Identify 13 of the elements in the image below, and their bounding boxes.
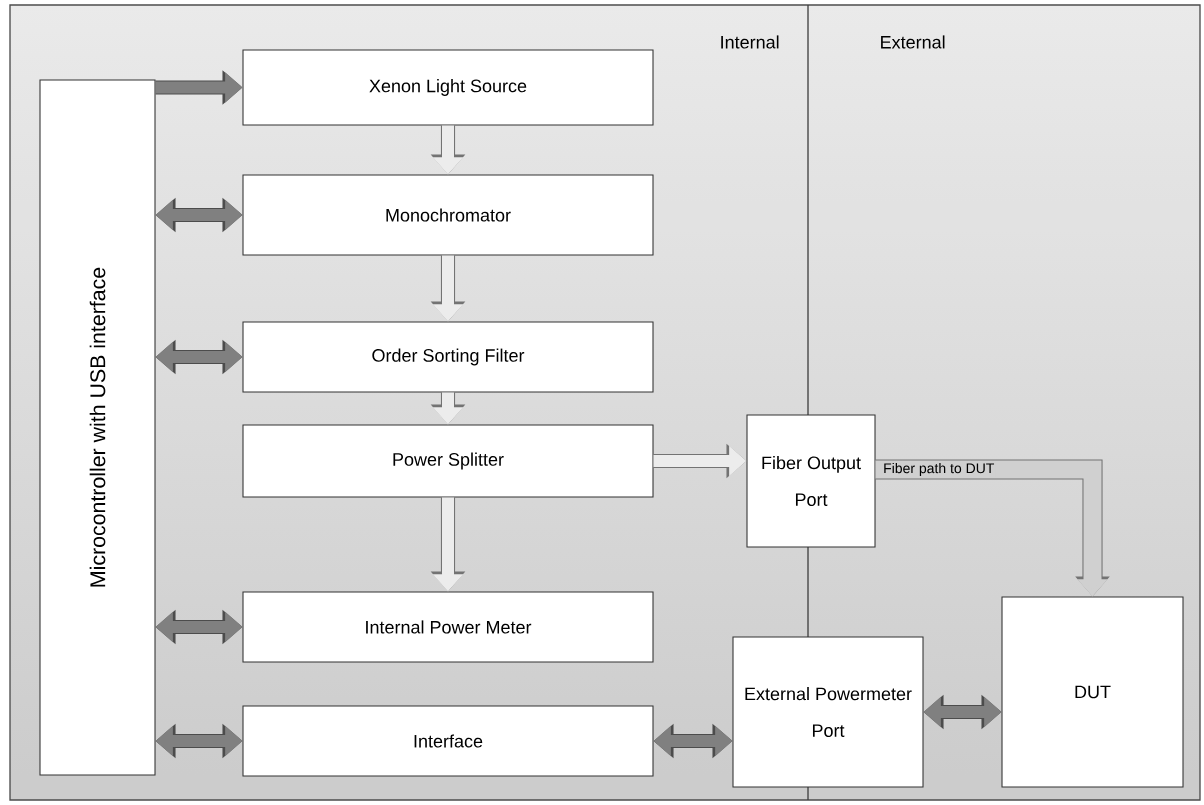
block-box: Xenon Light Source bbox=[242, 49, 654, 126]
region-label: External bbox=[881, 35, 945, 49]
block-box: Monochromator bbox=[242, 174, 654, 256]
block-box: Internal Power Meter bbox=[242, 591, 654, 663]
block-box: Interface bbox=[242, 705, 654, 777]
edge-label: Fiber path to DUT bbox=[884, 462, 995, 476]
block-box: DUT bbox=[1001, 596, 1184, 788]
controller-box: Microcontroller with USB interface bbox=[39, 79, 156, 776]
block-box: Order Sorting Filter bbox=[242, 321, 654, 393]
block-box: Power Splitter bbox=[242, 424, 654, 498]
block-box: Fiber Output Port bbox=[746, 414, 876, 548]
region-label: Internal bbox=[721, 35, 779, 49]
block-box: External Powermeter Port bbox=[732, 636, 924, 788]
